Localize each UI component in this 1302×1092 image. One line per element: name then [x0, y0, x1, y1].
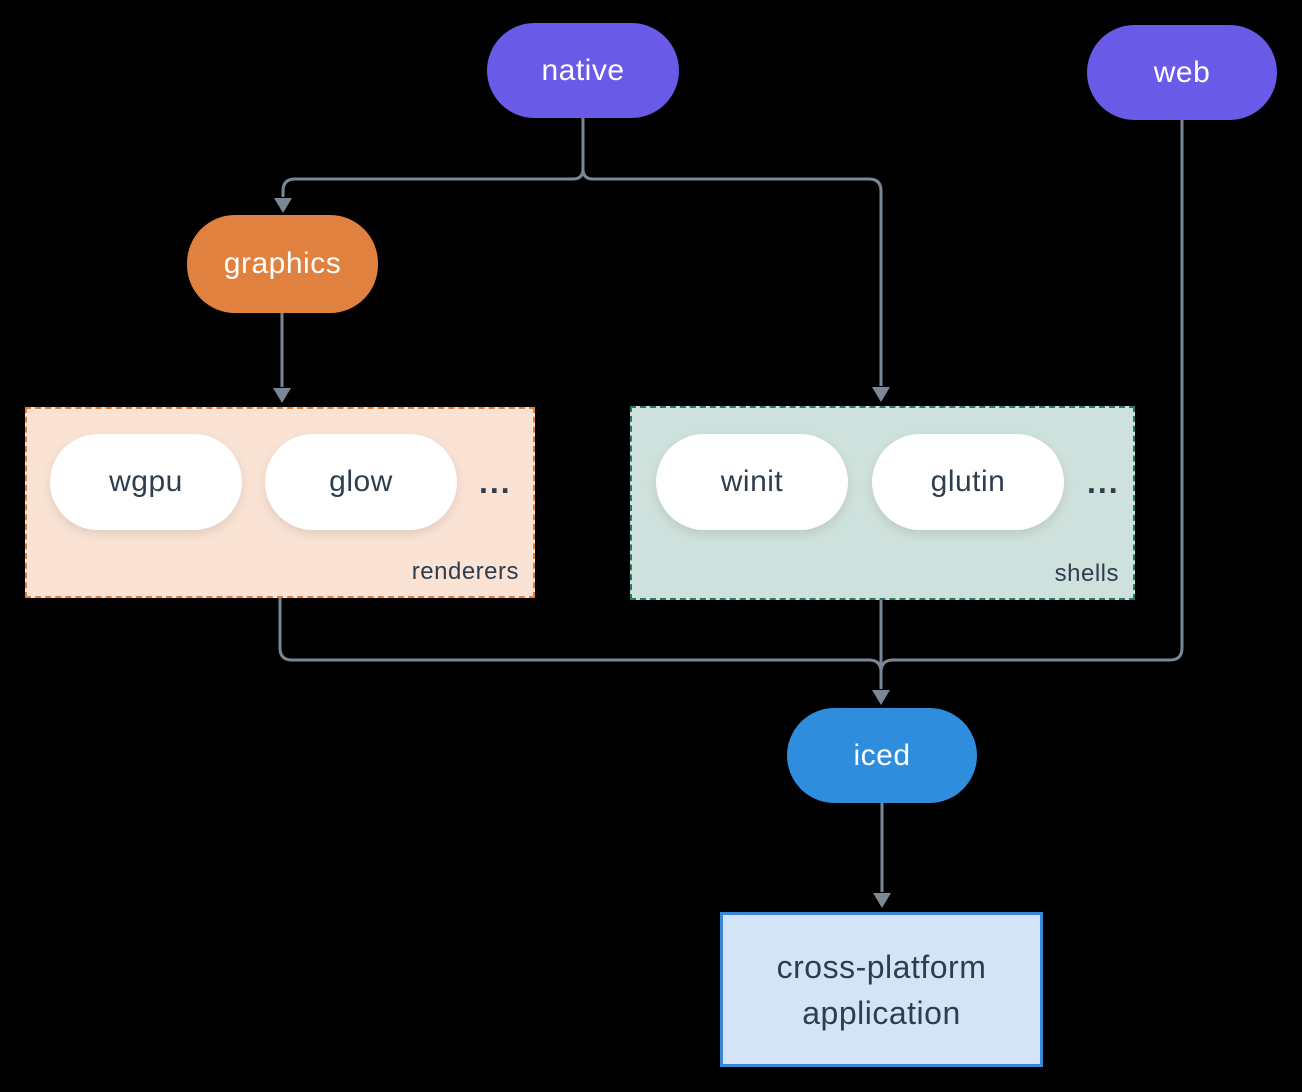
node-native-label: native — [541, 53, 625, 87]
node-graphics: graphics — [187, 215, 378, 313]
node-glutin-label: glutin — [930, 465, 1006, 498]
arrowhead-renderers-icon — [273, 388, 291, 403]
node-glutin: glutin — [872, 434, 1064, 530]
application-label-line2: application — [802, 994, 961, 1031]
arrowhead-shells-icon — [872, 387, 890, 402]
node-iced: iced — [787, 708, 977, 803]
node-web: web — [1087, 25, 1277, 120]
group-shells: winit glutin ... shells — [630, 406, 1135, 600]
shells-ellipsis: ... — [1087, 463, 1120, 500]
node-winit: winit — [656, 434, 848, 530]
group-renderers: wgpu glow ... renderers — [25, 407, 535, 598]
node-application: cross-platform application — [720, 912, 1043, 1067]
node-wgpu: wgpu — [50, 434, 242, 530]
renderers-group-label: renderers — [411, 558, 519, 585]
node-graphics-label: graphics — [223, 247, 342, 280]
node-winit-label: winit — [720, 465, 784, 498]
arrowhead-application-icon — [873, 893, 891, 908]
shells-group-label: shells — [1054, 560, 1119, 587]
edge-renderers-iced — [278, 598, 883, 673]
edge-native-shells — [581, 118, 883, 386]
node-native: native — [487, 23, 679, 118]
renderers-ellipsis: ... — [479, 463, 512, 500]
node-wgpu-label: wgpu — [109, 465, 183, 498]
node-glow-label: glow — [329, 465, 393, 498]
arrowhead-graphics-icon — [274, 198, 292, 213]
arrowhead-iced-icon — [872, 690, 890, 705]
application-label-line1: cross-platform — [776, 948, 987, 985]
node-iced-label: iced — [853, 738, 911, 772]
edge-native-graphics — [281, 118, 585, 197]
node-web-label: web — [1153, 55, 1211, 89]
node-glow: glow — [265, 434, 457, 530]
